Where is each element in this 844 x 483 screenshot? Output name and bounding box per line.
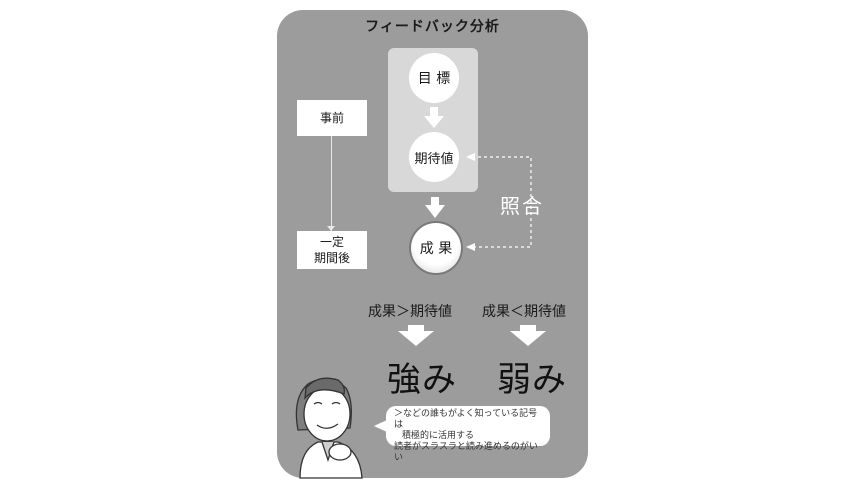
strength-label: 強み (387, 360, 457, 400)
arrow-to-weakness-icon (510, 325, 546, 346)
speech-bubble: ＞などの誰もがよく知っている記号は 積極的に活用する 読者がスラスラと読み進める… (386, 406, 550, 463)
compare-label: 照合 (500, 194, 544, 218)
before-box: 事前 (297, 100, 367, 136)
arrow-to-strength-icon (398, 325, 434, 346)
expectation-node: 期待値 (409, 132, 459, 182)
after-label-line2: 期間後 (313, 251, 350, 265)
after-period-box: 一定期間後 (297, 231, 367, 269)
strength-condition: 成果＞期待値 (368, 304, 452, 320)
timeline-line (331, 136, 332, 231)
result-node: 成 果 (411, 223, 461, 273)
compare-connector (472, 156, 532, 248)
diagram-title: フィードバック分析 (365, 19, 500, 35)
speech-line-1: ＞などの誰もがよく知っている記号は (394, 409, 538, 430)
speech-line-3: 読者がスラスラと読み進めるのがいい (394, 442, 538, 463)
weakness-label: 弱み (497, 360, 567, 400)
weakness-condition: 成果＜期待値 (482, 304, 566, 320)
after-label-line1: 一定 (319, 235, 344, 249)
compare-arrow-to-expectation-icon (466, 153, 475, 161)
arrow-expectation-to-result-icon (425, 197, 445, 218)
speech-bubble-tail (374, 420, 387, 432)
presenter-illustration-icon (295, 377, 363, 479)
timeline-arrow-icon (327, 226, 335, 231)
compare-arrow-to-result-icon (466, 243, 475, 251)
speech-line-2: 積極的に活用する (402, 431, 475, 441)
arrow-goal-to-expectation-icon (424, 107, 444, 128)
goal-node: 目 標 (409, 53, 459, 103)
